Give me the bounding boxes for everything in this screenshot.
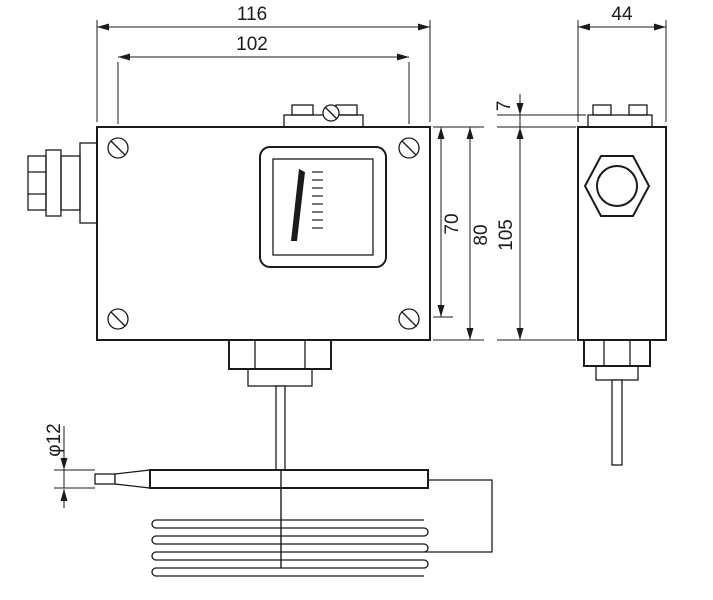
dimension-side-width: 44: [577, 4, 667, 122]
display-window: [259, 146, 387, 268]
collar: [247, 368, 313, 387]
corner-screw-top-left: [107, 137, 129, 159]
dim-label-44: 44: [611, 4, 633, 25]
side-hex-boss: [583, 155, 651, 217]
side-bottom-fitting: [583, 339, 651, 466]
dim-label-105: 105: [496, 219, 517, 251]
dim-label-80: 80: [471, 224, 492, 245]
dimension-terminal-offset: 7: [494, 94, 586, 128]
dim-label-phi12: φ12: [44, 423, 65, 456]
scale-ticks: [312, 171, 323, 229]
bulb-body: [149, 469, 429, 489]
side-view: [577, 104, 667, 466]
probe-stem: [275, 385, 286, 471]
corner-screw-top-right: [398, 137, 420, 159]
side-hex-nut: [583, 339, 651, 367]
dimension-overall-width: 116: [96, 4, 431, 122]
front-bottom-fitting: [228, 339, 332, 471]
front-terminal-block: [283, 104, 364, 128]
front-view: [27, 104, 493, 577]
hexagon: [583, 155, 651, 217]
window-glass: [272, 158, 374, 256]
port-circle: [596, 165, 638, 207]
bulb-tip: [94, 473, 116, 485]
dimension-mounting-width: 102: [117, 34, 410, 124]
dim-label-116: 116: [237, 4, 267, 25]
side-collar: [595, 365, 639, 381]
front-body-outline: [96, 126, 431, 341]
side-terminal-block: [587, 104, 653, 128]
cable-gland: [27, 142, 98, 224]
dim-label-70: 70: [442, 213, 463, 234]
side-probe-stem: [611, 379, 623, 466]
dim-label-7: 7: [494, 101, 515, 112]
dimension-bulb-diameter: φ12: [44, 423, 95, 508]
capillary-coil: [151, 519, 429, 577]
window-frame: [259, 146, 387, 268]
dimension-window-height: 70: [433, 126, 484, 318]
terminal-post: [291, 104, 314, 116]
capillary-return-line: [424, 479, 493, 553]
dimension-side-height: 105: [496, 127, 576, 341]
corner-screw-bottom-right: [398, 308, 420, 330]
corner-screw-bottom-left: [107, 308, 129, 330]
hex-nut: [228, 339, 332, 370]
side-body-outline: [577, 126, 667, 341]
sensor-bulb: [94, 469, 429, 489]
bulb-taper: [114, 469, 151, 489]
pointer-needle: [291, 169, 305, 241]
dimensions: 116 102 44 70 80: [44, 4, 667, 508]
dim-label-102: 102: [236, 34, 268, 55]
dimension-body-height: 80: [433, 127, 492, 341]
